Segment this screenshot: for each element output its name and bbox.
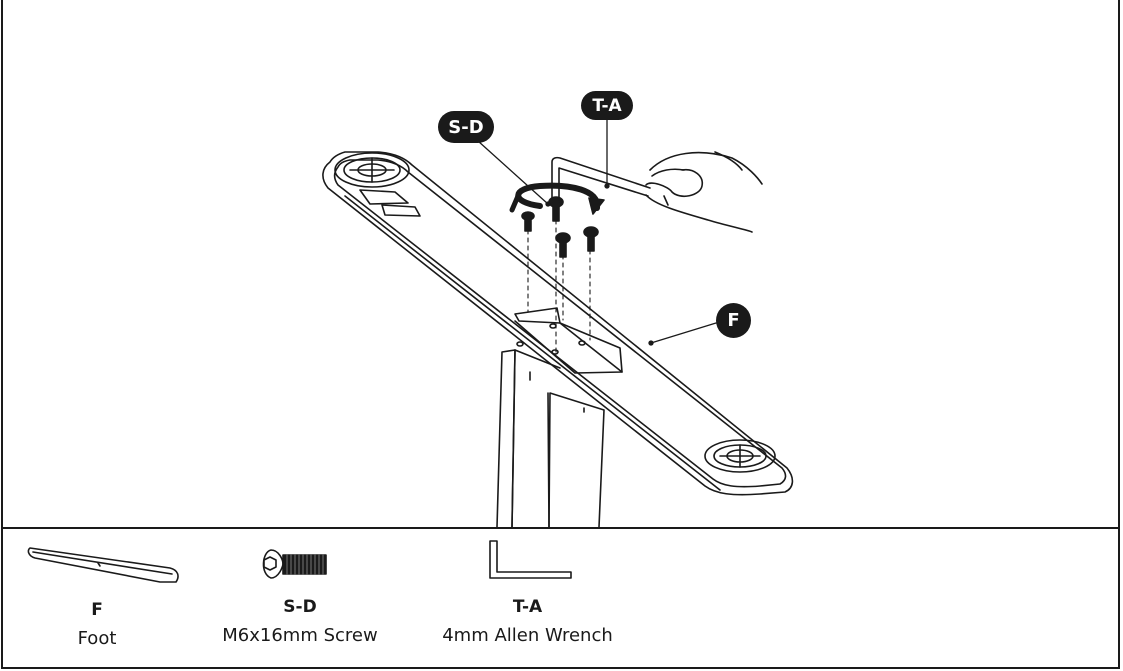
screw-callout: S-D: [438, 111, 494, 143]
allen-wrench-icon: [489, 540, 572, 579]
foot-callout: F: [716, 303, 751, 338]
parts-list-item-foot: F Foot: [47, 600, 147, 649]
foot-icon: [27, 547, 179, 583]
leader-lines: [477, 117, 717, 346]
hand-with-wrench-drawing: [551, 151, 763, 233]
wrench-callout: T-A: [581, 91, 633, 120]
parts-divider: [1, 527, 1120, 529]
screws-drawing: [509, 182, 605, 357]
part-code: F: [91, 600, 103, 620]
part-name: Foot: [77, 628, 117, 649]
screw-icon: [262, 549, 327, 579]
part-code: S-D: [283, 597, 317, 617]
parts-list-item-allen-wrench: T-A 4mm Allen Wrench: [435, 597, 620, 646]
part-name: M6x16mm Screw: [222, 625, 378, 646]
column-drawing: [496, 349, 605, 528]
part-name: 4mm Allen Wrench: [442, 625, 613, 646]
foot-drawing: [322, 151, 794, 496]
parts-list-item-screw: S-D M6x16mm Screw: [215, 597, 385, 646]
part-code: T-A: [512, 597, 543, 617]
